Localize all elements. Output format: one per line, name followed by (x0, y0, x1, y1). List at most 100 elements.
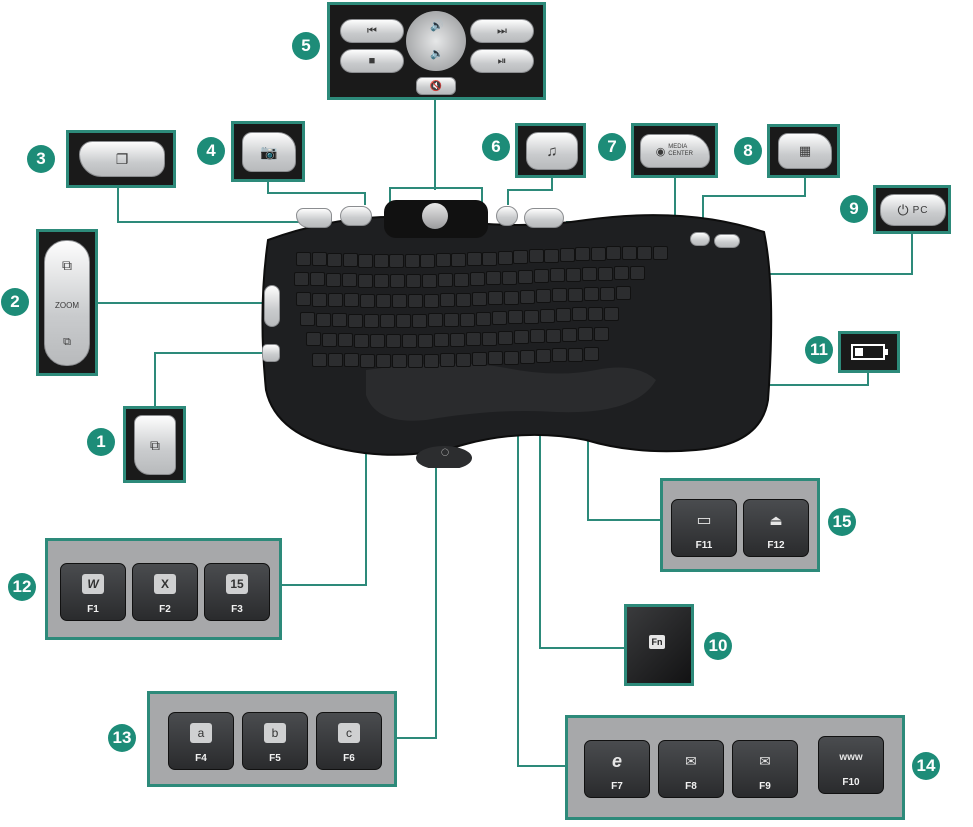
keyboard-key[interactable] (422, 273, 437, 288)
keyboard-key[interactable] (338, 333, 353, 348)
keyboard-key[interactable] (444, 313, 459, 328)
keyboard-key[interactable] (296, 251, 311, 266)
keyboard-key[interactable] (396, 313, 411, 328)
keyboard-key[interactable] (424, 353, 439, 368)
keyboard-key[interactable] (504, 350, 519, 365)
f6-key[interactable]: c F6 (316, 712, 382, 770)
stop-button[interactable]: ■ (340, 49, 404, 73)
keyboard-key[interactable] (600, 286, 615, 301)
keyboard-key[interactable] (392, 353, 407, 368)
keyboard-key[interactable] (572, 307, 587, 322)
keyboard-key[interactable] (584, 347, 599, 362)
f3-key[interactable]: 15 F3 (204, 563, 270, 621)
keyboard-key[interactable] (358, 273, 373, 288)
keyboard-key[interactable] (327, 253, 342, 268)
mute-button[interactable]: 🔇 (416, 77, 456, 95)
keyboard-key[interactable] (454, 272, 469, 287)
keyboard-key[interactable] (616, 286, 631, 301)
keyboard-key[interactable] (466, 252, 482, 267)
keyboard-key[interactable] (536, 289, 551, 304)
keyboard-key[interactable] (380, 313, 395, 328)
keyboard-key[interactable] (497, 250, 513, 265)
keyboard-key[interactable] (312, 292, 327, 307)
f4-key[interactable]: a F4 (168, 712, 234, 770)
keyboard-key[interactable] (460, 312, 475, 327)
keyboard-key[interactable] (488, 291, 503, 306)
flip-button[interactable]: ❐ (79, 141, 165, 177)
f8-key[interactable]: ✉ F8 (658, 740, 724, 798)
keyboard-key[interactable] (390, 273, 405, 288)
calculator-button[interactable]: ▦ (778, 133, 832, 169)
keyboard-key[interactable] (536, 349, 551, 364)
media-center-button[interactable]: ◉ MEDIA CENTER (640, 134, 710, 168)
keyboard-key[interactable] (364, 313, 379, 328)
keyboard-key[interactable] (294, 271, 309, 286)
f9-key[interactable]: ✉ F9 (732, 740, 798, 798)
f10-key[interactable]: www F10 (818, 736, 884, 794)
keyboard-key[interactable] (621, 246, 637, 261)
keyboard-key[interactable] (588, 306, 603, 321)
pc-sleep-button[interactable]: ⏻ PC (880, 194, 946, 226)
keyboard-key[interactable] (344, 293, 359, 308)
keyboard-key[interactable] (575, 247, 590, 262)
keyboard-key[interactable] (342, 253, 358, 268)
keyboard-key[interactable] (582, 267, 597, 282)
keyboard-key[interactable] (300, 312, 315, 327)
keyboard-key[interactable] (358, 253, 373, 268)
keyboard-key[interactable] (514, 330, 529, 345)
keyboard-key[interactable] (440, 353, 455, 368)
keyboard-key[interactable] (518, 269, 533, 284)
kb-volume-dial[interactable] (422, 203, 448, 229)
keyboard-key[interactable] (434, 333, 449, 348)
f11-key[interactable]: ▭ F11 (671, 499, 737, 557)
keyboard-key[interactable] (328, 353, 343, 368)
keyboard-key[interactable] (508, 310, 523, 325)
f5-key[interactable]: b F5 (242, 712, 308, 770)
keyboard-key[interactable] (306, 332, 321, 347)
keyboard-key[interactable] (344, 353, 359, 368)
keyboard-key[interactable] (546, 328, 561, 343)
keyboard-key[interactable] (540, 308, 555, 323)
keyboard-key[interactable] (568, 347, 583, 362)
keyboard-key[interactable] (376, 353, 391, 368)
keyboard-key[interactable] (428, 313, 443, 328)
keyboard-key[interactable] (322, 332, 337, 347)
keyboard-key[interactable] (504, 290, 519, 305)
keyboard-key[interactable] (498, 330, 513, 345)
keyboard-key[interactable] (412, 313, 427, 328)
keyboard-key[interactable] (404, 253, 420, 268)
keyboard-key[interactable] (552, 288, 567, 303)
keyboard-key[interactable] (472, 352, 487, 367)
keyboard-key[interactable] (360, 293, 375, 308)
keyboard-key[interactable] (354, 333, 369, 348)
keyboard-key[interactable] (544, 248, 559, 263)
keyboard-key[interactable] (332, 313, 347, 328)
keyboard-key[interactable] (637, 246, 652, 261)
keyboard-key[interactable] (550, 268, 565, 283)
kb-key-4[interactable] (340, 206, 372, 226)
keyboard-key[interactable] (652, 246, 668, 260)
keyboard-key[interactable] (373, 253, 389, 268)
keyboard-key[interactable] (424, 293, 439, 308)
volume-dial[interactable]: 🔊 🔉 (406, 11, 466, 71)
keyboard-key[interactable] (360, 353, 375, 368)
keyboard-key[interactable] (435, 253, 451, 268)
keyboard-key[interactable] (392, 293, 407, 308)
keyboard-key[interactable] (348, 313, 363, 328)
keyboard-key[interactable] (328, 293, 343, 308)
keyboard-key[interactable] (524, 309, 539, 324)
keyboard-key[interactable] (556, 308, 571, 323)
keyboard-key[interactable] (486, 271, 501, 286)
keyboard-key[interactable] (386, 334, 401, 348)
keyboard-key[interactable] (470, 272, 485, 287)
keyboard-key[interactable] (482, 331, 497, 346)
keyboard-key[interactable] (578, 327, 593, 342)
f7-key[interactable]: e F7 (584, 740, 650, 798)
keyboard-key[interactable] (402, 333, 417, 348)
keyboard-key[interactable] (450, 332, 465, 347)
keyboard-key[interactable] (528, 249, 544, 264)
keyboard-key[interactable] (418, 333, 433, 348)
keyboard-key[interactable] (482, 251, 497, 266)
keyboard-key[interactable] (296, 291, 311, 306)
keyboard-key[interactable] (466, 332, 481, 347)
